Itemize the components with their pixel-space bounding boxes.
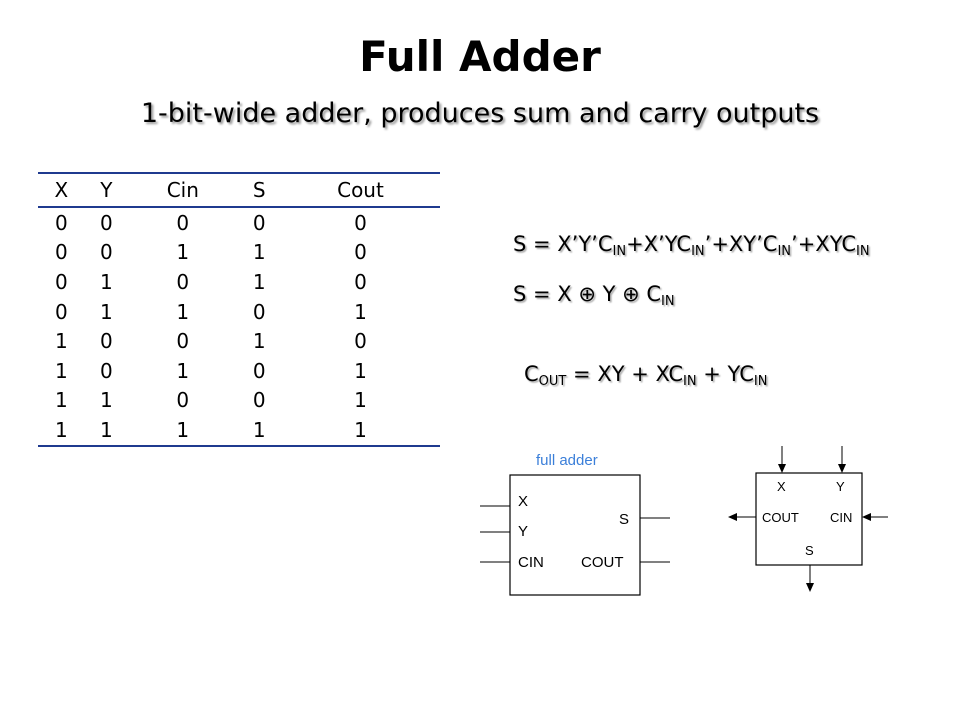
full-adder-symbol-left: full adder X Y CIN S COUT [480,452,670,596]
equation-subscript: IN [691,244,705,259]
adder-diagrams: full adder X Y CIN S COUT X Y COUT CIN S [480,446,888,596]
table-cell: 1 [354,299,367,324]
sum-xor-equation: S = X ⊕ Y ⊕ CIN [513,282,675,309]
table-cell: 0 [354,329,367,354]
equation-subscript: OUT [538,374,567,389]
table-cell: 0 [176,329,190,354]
table-cell: 1 [252,240,266,265]
table-cell: 1 [54,329,68,354]
table-cell: 1 [54,358,68,383]
table-cell: 1 [127,415,238,447]
header-x: X [38,172,85,208]
table-row: 1 0 1 0 1 [38,356,440,386]
sum-sop-equation: S = X’Y’CIN+X’YCIN’+XY’CIN’+XYCIN [513,232,870,259]
equation-text: S = X’Y’C [513,232,613,256]
table-cell: 0 [54,210,68,235]
table-cell: 1 [176,299,190,324]
equation-subscript: IN [683,374,697,389]
header-cout: Cout [280,172,440,208]
table-row: 0 1 0 1 0 [38,267,440,297]
table-cell: 0 [252,299,266,324]
table-cell: 1 [99,269,113,294]
table-row: 0 0 1 1 0 [38,238,440,268]
table-cell: 1 [252,269,266,294]
table-cell: 1 [280,415,440,447]
table-cell: 0 [99,240,113,265]
header-s: S [237,172,281,208]
table-cell: 1 [99,388,113,413]
table-cell: 1 [54,388,68,413]
arrowhead-cout [728,513,737,521]
full-adder-box [509,474,641,596]
table-cell: 0 [176,388,190,413]
equation-text: S = X ⊕ Y ⊕ C [513,282,662,306]
arrowhead-x [778,464,786,473]
table-cell: 0 [252,388,266,413]
alt-label-cout: COUT [762,510,799,525]
table-cell: 0 [354,269,367,294]
label-cout: COUT [581,554,624,571]
equation-text: + YC [696,362,754,386]
arrowhead-s [806,583,814,592]
table-row: 1 0 0 1 0 [38,326,440,356]
table-cell: 1 [237,415,281,447]
equation-subscript: IN [777,244,792,259]
equation-text: = XY + XC [566,362,684,386]
table-cell: 1 [354,388,367,413]
table-cell: 0 [99,358,113,383]
label-x: X [518,493,528,510]
table-cell: 1 [38,415,85,447]
label-cin: CIN [518,554,544,571]
table-row: 0 0 0 0 0 [38,207,440,238]
full-adder-symbol-right: X Y COUT CIN S [728,446,888,592]
page-title: Full Adder [359,32,601,81]
table-cell: 1 [354,358,367,383]
table-cell: 0 [99,329,113,354]
table-cell: 1 [252,329,266,354]
cout-equation: COUT = XY + XCIN + YCIN [524,362,767,389]
page-subtitle: 1-bit-wide adder, produces sum and carry… [140,98,820,129]
equation-text: ’+XYC [791,232,857,256]
header-y: Y [84,172,128,208]
table-cell: 1 [176,358,190,383]
equation-subscript: IN [661,294,675,309]
alt-label-cin: CIN [830,510,852,525]
label-s: S [619,511,629,528]
equation-text: ’+XY’C [704,232,778,256]
table-cell: 1 [84,415,128,447]
full-adder-box-alt [755,472,863,566]
diagram-caption: full adder [536,452,598,469]
table-cell: 0 [99,210,113,235]
alt-label-y: Y [836,479,845,494]
table-cell: 0 [354,240,367,265]
table-cell: 0 [354,210,367,235]
label-y: Y [518,523,528,540]
table-cell: 0 [54,269,68,294]
alt-label-s: S [805,543,814,558]
table-cell: 0 [176,210,190,235]
table-row: 1 1 0 0 1 [38,386,440,416]
equation-text: +X’YC [626,232,692,256]
equation-subscript: IN [856,244,870,259]
equation-subscript: IN [753,374,768,389]
equation-subscript: IN [612,244,627,259]
table-cell: 0 [252,210,266,235]
table-cell: 0 [252,358,266,383]
table-row: 0 1 1 0 1 [38,297,440,327]
table-cell: 1 [176,240,190,265]
alt-label-x: X [777,479,786,494]
arrowhead-y [838,464,846,473]
arrowhead-cin [862,513,871,521]
equation-text: C [524,362,539,386]
table-cell: 0 [176,269,190,294]
table-header-row: X Y Cin S Cout [38,172,440,208]
table-cell: 0 [54,299,68,324]
table-cell: 1 [99,299,113,324]
header-cin: Cin [127,172,238,208]
table-cell: 0 [54,240,68,265]
